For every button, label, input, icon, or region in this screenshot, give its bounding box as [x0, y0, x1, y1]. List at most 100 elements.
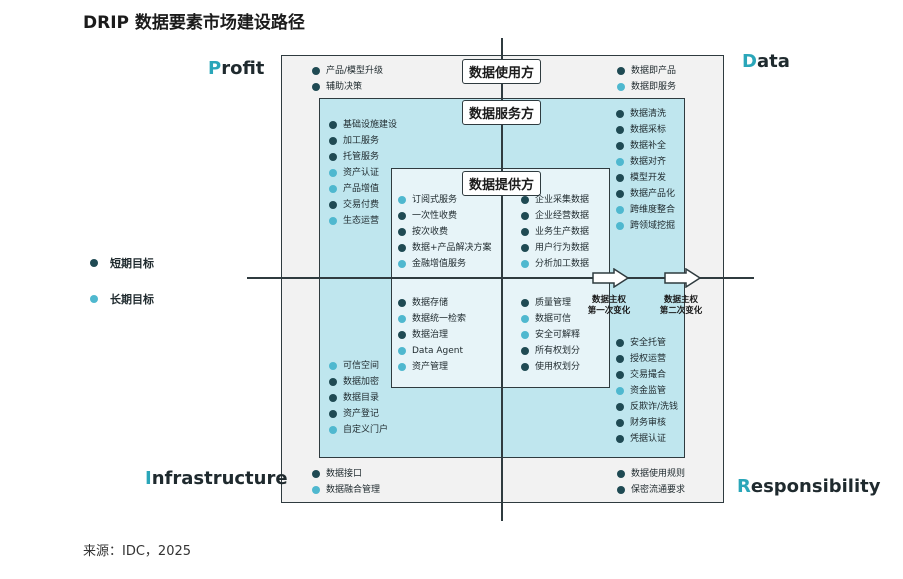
long-term-dot-icon [398, 315, 406, 323]
short-term-dot-icon [616, 126, 624, 134]
short-term-dot-icon [617, 67, 625, 75]
list-item-label: 跨维度整合 [630, 205, 676, 215]
long-term-dot-icon [616, 206, 624, 214]
short-term-dot-icon [329, 121, 337, 129]
corner-profit-rest: rofit [221, 58, 265, 79]
list-item-label: 数据存储 [412, 298, 449, 308]
short-term-dot-icon [312, 83, 320, 91]
short-term-dot-icon [329, 153, 337, 161]
long-term-dot-icon [616, 222, 624, 230]
outer-bottom-right-list: 数据使用规则保密流通要求 [617, 466, 685, 498]
middle-top-right-list: 数据清洗数据采标数据补全数据对齐模型开发数据产品化跨维度整合跨领域挖掘 [616, 106, 675, 234]
short-term-dot-icon [616, 435, 624, 443]
vertical-axis [501, 38, 503, 521]
list-item: 托管服务 [329, 149, 397, 165]
short-term-dot-icon [521, 299, 529, 307]
short-term-dot-icon [90, 259, 98, 267]
long-term-dot-icon [329, 217, 337, 225]
list-item: 数据统一检索 [398, 311, 466, 327]
long-term-dot-icon [398, 347, 406, 355]
list-item-label: 保密流通要求 [631, 485, 686, 495]
list-item-label: 生态运营 [343, 216, 380, 226]
list-item: 数据接口 [312, 466, 380, 482]
list-item: 安全托管 [616, 335, 678, 351]
list-item-label: 资产登记 [343, 409, 380, 419]
data-provider-tag: 数据提供方 [462, 171, 542, 196]
list-item: 数据融合管理 [312, 482, 380, 498]
short-term-dot-icon [329, 378, 337, 386]
short-term-dot-icon [329, 137, 337, 145]
short-term-dot-icon [521, 363, 529, 371]
list-item: 跨维度整合 [616, 202, 675, 218]
list-item: 质量管理 [521, 295, 580, 311]
inner-top-right-list: 企业采集数据企业经营数据业务生产数据用户行为数据分析加工数据 [521, 192, 589, 272]
list-item-label: 金融增值服务 [412, 259, 467, 269]
list-item-label: 自定义门户 [343, 425, 389, 435]
list-item-label: 用户行为数据 [535, 243, 590, 253]
list-item: 资产管理 [398, 359, 466, 375]
list-item: 可信空间 [329, 358, 388, 374]
list-item: 自定义门户 [329, 422, 388, 438]
list-item-label: 数据加密 [343, 377, 380, 387]
inner-bottom-left-list: 数据存储数据统一检索数据治理 Data Agent 资产管理 [398, 295, 466, 375]
list-item-label: 反欺诈/洗钱 [630, 402, 679, 412]
outer-bottom-left-list: 数据接口数据融合管理 [312, 466, 380, 498]
list-item-label: 数据+产品解决方案 [412, 243, 492, 253]
list-item-label: 数据可信 [535, 314, 572, 324]
long-term-dot-icon [521, 315, 529, 323]
corner-data-rest: ata [756, 51, 790, 72]
list-item: 交易撮合 [616, 367, 678, 383]
short-term-dot-icon [521, 212, 529, 220]
inner-bottom-right-list: 质量管理数据可信安全可解释所有权划分使用权划分 [521, 295, 580, 375]
list-item-label: 数据治理 [412, 330, 449, 340]
list-item: 产品增值 [329, 181, 397, 197]
list-item: 数据清洗 [616, 106, 675, 122]
short-term-dot-icon [521, 196, 529, 204]
middle-bottom-left-list: 可信空间数据加密数据目录资产登记自定义门户 [329, 358, 388, 438]
corner-profit: Profit [208, 58, 264, 79]
list-item: 使用权划分 [521, 359, 580, 375]
long-term-dot-icon [329, 169, 337, 177]
list-item-label: 数据即服务 [631, 82, 677, 92]
list-item-label: 辅助决策 [326, 82, 363, 92]
corner-infrastructure-initial: I [145, 468, 152, 489]
list-item-label: 基础设施建设 [343, 120, 398, 130]
short-term-dot-icon [312, 470, 320, 478]
list-item-label: Data Agent [412, 346, 463, 356]
short-term-dot-icon [398, 244, 406, 252]
list-item: 资产认证 [329, 165, 397, 181]
long-term-dot-icon [617, 83, 625, 91]
short-term-dot-icon [616, 419, 624, 427]
list-item: 业务生产数据 [521, 224, 589, 240]
first-shift-line2: 第一次变化 [587, 306, 631, 316]
list-item: 加工服务 [329, 133, 397, 149]
list-item: 一次性收费 [398, 208, 492, 224]
legend-long-term: 长期目标 [90, 291, 154, 307]
corner-infrastructure-rest: nfrastructure [151, 468, 288, 489]
short-term-dot-icon [329, 410, 337, 418]
list-item-label: 资产管理 [412, 362, 449, 372]
list-item-label: 凭据认证 [630, 434, 667, 444]
list-item-label: 数据即产品 [631, 66, 677, 76]
list-item-label: 资金监管 [630, 386, 667, 396]
list-item: 财务审核 [616, 415, 678, 431]
legend-short-term: 短期目标 [90, 255, 154, 271]
corner-infrastructure: Infrastructure [145, 468, 288, 489]
inner-top-left-list: 订阅式服务一次性收费按次收费数据+产品解决方案金融增值服务 [398, 192, 492, 272]
list-item-label: 安全可解释 [535, 330, 581, 340]
list-item-label: 数据补全 [630, 141, 667, 151]
page-title: DRIP 数据要素市场建设路径 [83, 13, 305, 33]
list-item: 分析加工数据 [521, 256, 589, 272]
list-item-label: 使用权划分 [535, 362, 581, 372]
corner-responsibility: Responsibility [737, 476, 880, 497]
list-item-label: 一次性收费 [412, 211, 458, 221]
first-shift-arrow-icon [592, 268, 630, 288]
list-item-label: 数据接口 [326, 469, 363, 479]
first-shift-line1: 数据主权 [591, 295, 626, 305]
outer-top-right-list: 数据即产品数据即服务 [617, 63, 676, 95]
long-term-dot-icon [398, 363, 406, 371]
long-term-dot-icon [616, 158, 624, 166]
list-item: 反欺诈/洗钱 [616, 399, 678, 415]
list-item-label: 数据融合管理 [326, 485, 381, 495]
short-term-dot-icon [329, 201, 337, 209]
